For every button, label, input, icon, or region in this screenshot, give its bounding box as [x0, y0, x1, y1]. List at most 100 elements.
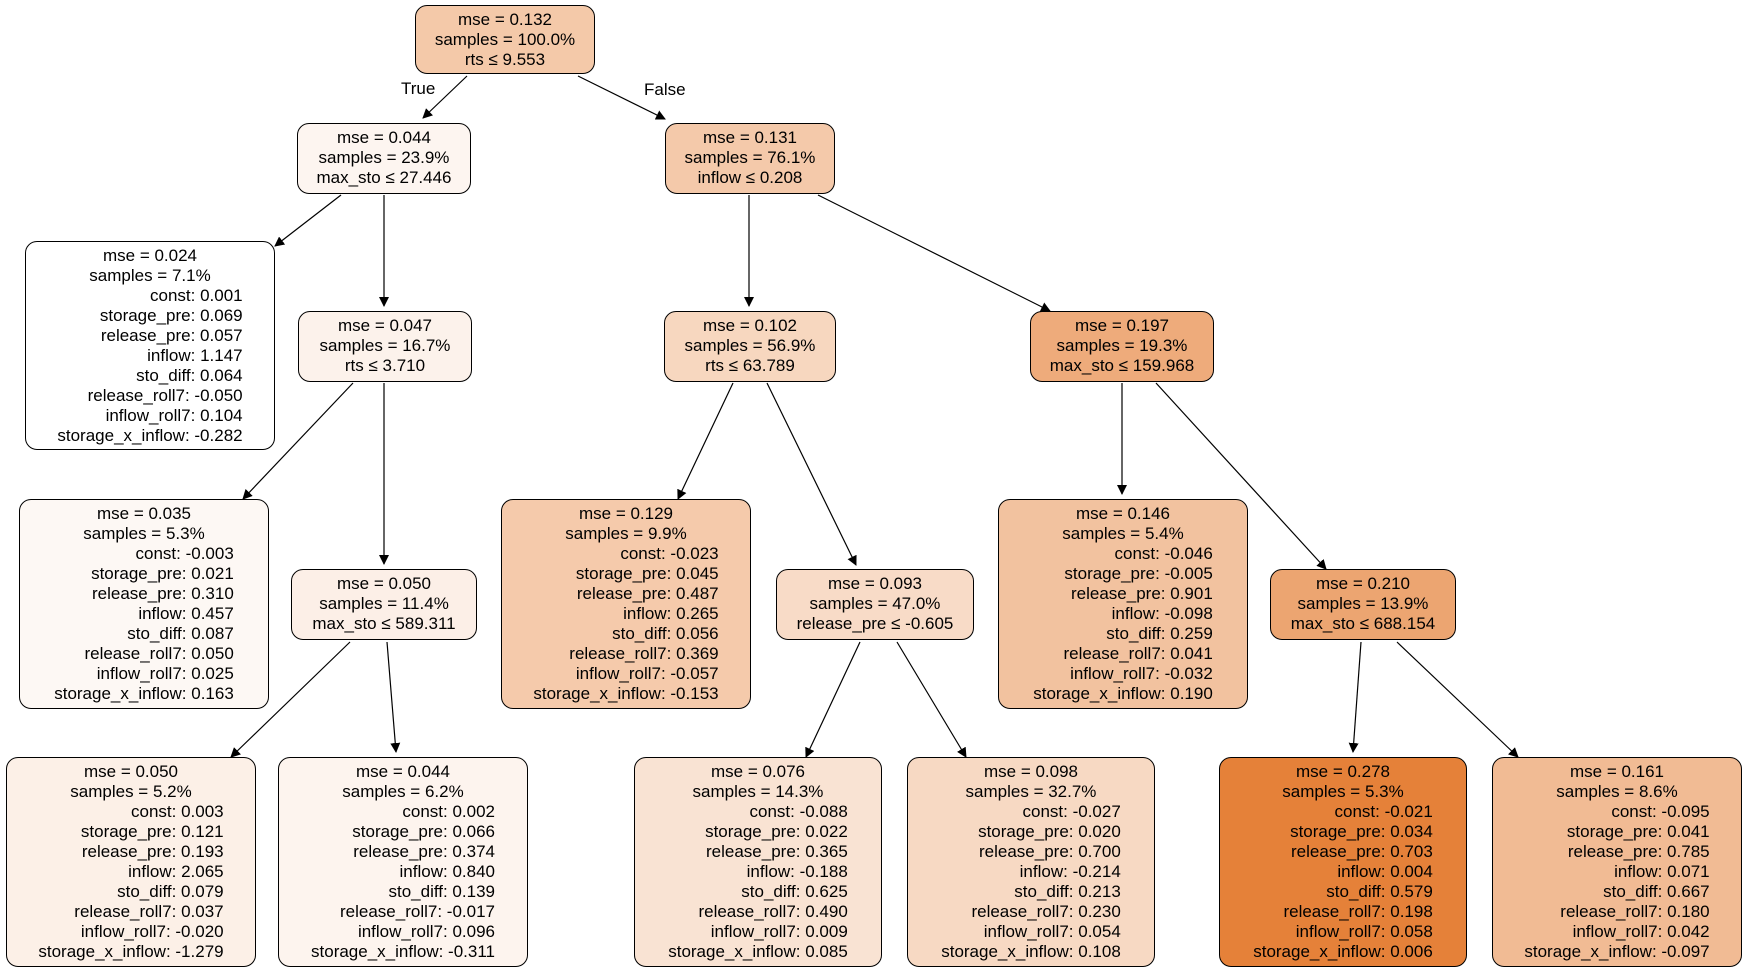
node-coefficient: release_roll7: 0.490	[698, 902, 848, 921]
node-coefficient: release_roll7: 0.037	[74, 902, 224, 921]
node-coefficient: storage_pre: 0.034	[1290, 822, 1433, 841]
node-coefficient: release_pre: 0.703	[1291, 842, 1433, 861]
node-coefficient: storage_pre: 0.066	[352, 822, 495, 841]
node-split-rule: rts ≤ 9.553	[464, 50, 546, 69]
node-coefficient: inflow: 0.004	[1337, 862, 1433, 881]
edge-n0-n1	[422, 75, 468, 119]
node-coefficient: sto_diff: 0.064	[136, 366, 243, 385]
node-samples: samples = 76.1%	[684, 148, 816, 167]
node-mse: mse = 0.024	[102, 246, 198, 265]
node-coefficient: sto_diff: 0.079	[117, 882, 224, 901]
node-samples: samples = 56.9%	[684, 336, 816, 355]
node-samples: samples = 5.3%	[83, 524, 205, 543]
node-coefficient: const: 0.001	[149, 286, 243, 305]
node-samples: samples = 6.2%	[342, 782, 464, 801]
edge-label-true: True	[401, 79, 436, 98]
node-coefficient: inflow: 0.265	[623, 604, 719, 623]
node-coefficient: inflow: 2.065	[128, 862, 224, 881]
node-coefficient: inflow_roll7: 0.025	[96, 664, 234, 683]
node-coefficient: release_pre: 0.193	[81, 842, 224, 861]
node-mse: mse = 0.129	[578, 504, 674, 523]
node-mse: mse = 0.093	[827, 574, 923, 593]
node-samples: samples = 32.7%	[965, 782, 1097, 801]
node-coefficient: const: -0.088	[749, 802, 848, 821]
node-coefficient: release_pre: 0.374	[353, 842, 495, 861]
node-samples: samples = 5.4%	[1062, 524, 1184, 543]
edge-n9-n10	[677, 382, 734, 500]
node-coefficient: sto_diff: 0.667	[1603, 882, 1710, 901]
node-coefficient: storage_x_inflow: 0.190	[1033, 684, 1213, 703]
node-samples: samples = 13.9%	[1297, 594, 1429, 613]
node-coefficient: release_roll7: 0.180	[1560, 902, 1710, 921]
node-coefficient: inflow_roll7: -0.057	[575, 664, 719, 683]
node-samples: samples = 5.2%	[70, 782, 192, 801]
node-samples: samples = 23.9%	[318, 148, 450, 167]
node-coefficient: inflow_roll7: 0.009	[710, 922, 848, 941]
node-coefficient: storage_x_inflow: -0.282	[57, 426, 243, 445]
node-samples: samples = 11.4%	[319, 594, 449, 613]
edge-n5-n6	[230, 641, 351, 758]
edge-n16-n17	[1348, 641, 1362, 753]
node-coefficient: storage_x_inflow: -0.311	[311, 942, 495, 961]
node-coefficient: inflow: -0.188	[746, 862, 848, 881]
node-split-rule: max_sto ≤ 688.154	[1290, 614, 1436, 633]
node-coefficient: release_pre: 0.365	[706, 842, 848, 861]
node-mse: mse = 0.050	[83, 762, 179, 781]
node-coefficient: const: -0.046	[1114, 544, 1213, 563]
node-coefficient: inflow_roll7: -0.020	[80, 922, 224, 941]
node-coefficient: release_roll7: 0.050	[84, 644, 234, 663]
node-mse: mse = 0.131	[702, 128, 798, 147]
node-samples: samples = 9.9%	[565, 524, 687, 543]
node-coefficient: inflow_roll7: -0.032	[1070, 664, 1213, 683]
node-coefficient: const: -0.023	[620, 544, 719, 563]
node-mse: mse = 0.278	[1295, 762, 1391, 781]
node-samples: samples = 19.3%	[1056, 336, 1188, 355]
node-samples: samples = 14.3%	[692, 782, 824, 801]
node-coefficient: sto_diff: 0.087	[127, 624, 234, 643]
node-coefficient: storage_pre: 0.020	[978, 822, 1121, 841]
edge-n16-n18	[1396, 641, 1519, 758]
node-split-rule: max_sto ≤ 27.446	[316, 168, 452, 187]
node-coefficient: release_pre: 0.487	[576, 584, 719, 603]
node-coefficient: release_roll7: 0.198	[1283, 902, 1433, 921]
node-coefficient: storage_x_inflow: 0.108	[941, 942, 1121, 961]
edge-n5-n7	[386, 641, 401, 753]
node-coefficient: storage_x_inflow: -1.279	[38, 942, 224, 961]
node-coefficient: const: 0.002	[402, 802, 495, 821]
node-split-rule: max_sto ≤ 159.968	[1049, 356, 1195, 375]
node-coefficient: const: -0.003	[135, 544, 234, 563]
node-samples: samples = 8.6%	[1556, 782, 1678, 801]
node-coefficient: inflow: -0.098	[1111, 604, 1213, 623]
node-coefficient: release_pre: 0.901	[1071, 584, 1213, 603]
node-samples: samples = 5.3%	[1282, 782, 1404, 801]
node-coefficient: storage_x_inflow: 0.163	[54, 684, 234, 703]
node-coefficient: storage_x_inflow: -0.153	[533, 684, 719, 703]
node-coefficient: storage_x_inflow: -0.097	[1524, 942, 1710, 961]
node-coefficient: storage_pre: 0.041	[1566, 822, 1710, 841]
node-coefficient: inflow: -0.214	[1019, 862, 1121, 881]
node-coefficient: release_pre: 0.310	[92, 584, 234, 603]
node-samples: samples = 16.7%	[319, 336, 451, 355]
node-mse: mse = 0.035	[96, 504, 192, 523]
node-coefficient: release_pre: 0.057	[100, 326, 243, 345]
edge-n11-n13	[896, 641, 967, 758]
edge-n3-n4	[242, 382, 354, 500]
node-coefficient: sto_diff: 0.056	[612, 624, 719, 643]
